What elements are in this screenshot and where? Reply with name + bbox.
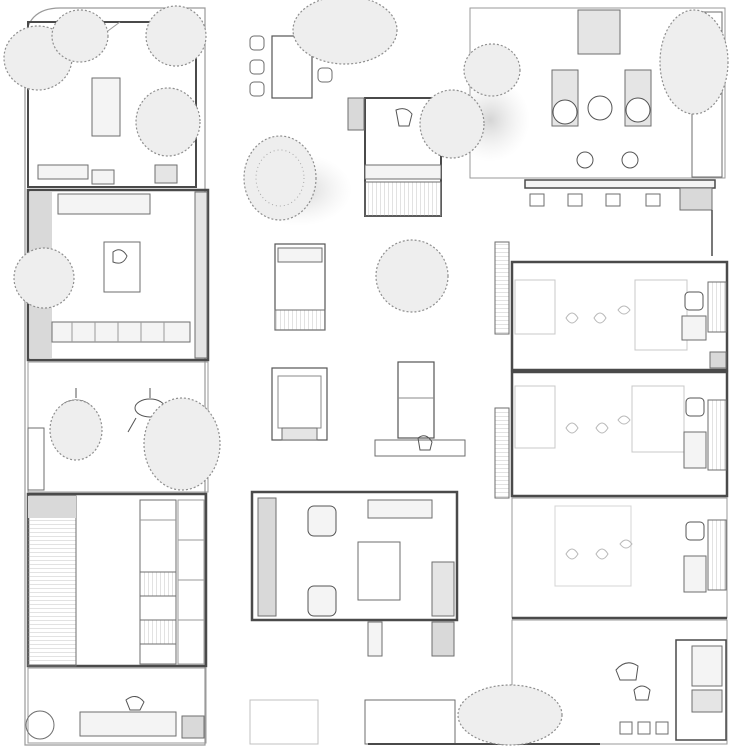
chair-icon <box>552 99 578 125</box>
chair-icon <box>307 505 337 537</box>
right-room-3 <box>511 497 728 620</box>
left-bedroom-block <box>26 492 208 668</box>
chair-icon <box>587 95 613 121</box>
table-icon <box>683 431 707 469</box>
chair-icon <box>615 662 651 701</box>
right-bottom-room <box>368 619 728 745</box>
chair-icon <box>685 521 705 541</box>
chair-icon <box>112 249 128 264</box>
chair-icon <box>125 696 145 711</box>
chair-icon <box>417 435 433 451</box>
sofa-unit <box>271 367 328 441</box>
central-kiosk <box>347 97 442 217</box>
right-top-room <box>469 7 726 179</box>
left-bottom-room <box>25 667 207 744</box>
tree-icon <box>243 135 352 226</box>
chair-icon <box>684 291 704 311</box>
tree-icon <box>13 247 75 309</box>
chair-icon <box>307 585 337 617</box>
tree-icon <box>457 684 563 746</box>
right-room-1 <box>494 241 729 372</box>
table-icon <box>103 241 141 293</box>
table-icon <box>357 541 401 601</box>
sofa-icon <box>51 321 191 343</box>
table-icon <box>91 77 121 137</box>
chair-icon <box>395 108 413 127</box>
chair-icon <box>685 397 705 417</box>
tree-icon <box>375 239 449 313</box>
tree-icon <box>292 0 398 65</box>
tree-icon <box>419 43 530 162</box>
tree-icon <box>3 9 109 91</box>
tree-icon <box>145 5 207 67</box>
tree-icon <box>143 397 221 491</box>
chair-icon <box>91 169 115 185</box>
right-counter <box>524 179 716 256</box>
shelf-icon <box>37 164 89 180</box>
desk-unit <box>374 361 466 457</box>
tree-icon <box>135 87 201 157</box>
chair-icon <box>576 151 639 169</box>
table-icon <box>681 315 707 341</box>
tree-icon <box>49 399 103 461</box>
right-room-2 <box>494 370 729 499</box>
table-icon <box>683 555 707 593</box>
central-lounge-room <box>250 490 459 657</box>
chair-icon <box>625 97 651 123</box>
bed-unit-upper <box>274 243 326 331</box>
tree-icon <box>659 9 729 115</box>
